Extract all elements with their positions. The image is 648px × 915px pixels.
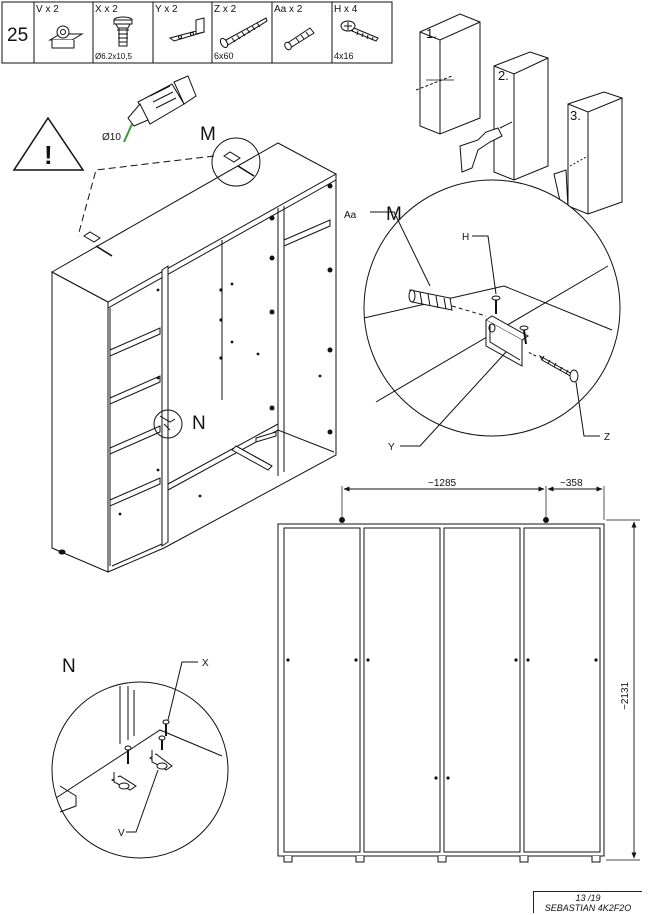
wall-step-1-label: 1. — [426, 26, 437, 41]
wardrobe-hinge-holes — [118, 183, 333, 516]
detail-m-title: M — [386, 204, 402, 225]
callout-m-circle — [211, 137, 261, 187]
wall-step-2-label: 2. — [498, 68, 509, 83]
wardrobe-isometric — [50, 142, 338, 573]
detail-n-label-x: X — [202, 658, 209, 669]
bracket-v-icon — [48, 25, 84, 49]
parts-table — [1, 1, 393, 64]
step-number: 25 — [7, 25, 28, 46]
detail-m-label-y: Y — [388, 442, 395, 453]
callout-n-label: N — [192, 413, 206, 434]
dimension-lines — [339, 486, 640, 861]
part-sub-x: Ø6.2x10,5 — [95, 52, 132, 61]
door-knobs — [286, 658, 598, 780]
wall-step-2 — [459, 51, 549, 181]
callout-n-circle — [153, 409, 183, 439]
part-label-x: X x 2 — [95, 4, 118, 15]
dimension-width-left: ~1285 — [428, 478, 457, 489]
wall-fix-bracket-left — [83, 151, 255, 431]
part-label-h: H x 4 — [334, 4, 358, 15]
warning-symbol: ! — [44, 140, 53, 170]
part-label-y: Y x 2 — [155, 4, 178, 15]
detail-m — [363, 179, 621, 447]
wall-fix-dash-line — [77, 155, 215, 237]
screw-h-icon — [340, 20, 379, 42]
wall-step-1 — [415, 13, 481, 135]
dimension-width-right: ~358 — [560, 478, 583, 489]
anchor-aa-icon — [284, 27, 315, 51]
screw-z-icon — [219, 17, 268, 49]
part-label-z: Z x 2 — [214, 4, 237, 15]
part-label-aa: Aa x 2 — [274, 4, 303, 15]
power-drill-icon — [123, 75, 197, 143]
wall-step-3-label: 3. — [570, 108, 581, 123]
wall-step-3 — [553, 91, 623, 215]
page-number: 13 /19 — [575, 893, 601, 903]
detail-m-label-z: Z — [604, 432, 610, 443]
detail-m-label-h: H — [462, 232, 469, 243]
part-sub-h: 4x16 — [334, 51, 354, 61]
wardrobe-front-elevation — [277, 523, 605, 863]
drill-size-label: Ø10 — [102, 132, 121, 143]
page-footer: 13 /19 SEBASTIAN 4K2F2O — [533, 891, 642, 913]
angle-bracket-y-icon — [168, 17, 206, 42]
part-label-v: V x 2 — [36, 4, 59, 15]
callout-m-label: M — [200, 124, 216, 145]
cam-lock-x-icon — [113, 16, 133, 47]
detail-n-title: N — [62, 656, 76, 677]
detail-m-label-aa: Aa — [344, 210, 357, 221]
detail-n-label-v: V — [118, 828, 125, 839]
model-name: SEBASTIAN 4K2F2O — [544, 903, 632, 913]
warning-icon — [12, 116, 85, 171]
dimension-height: ~2131 — [620, 681, 631, 710]
detail-n — [51, 661, 229, 859]
part-sub-z: 6x60 — [214, 51, 234, 61]
